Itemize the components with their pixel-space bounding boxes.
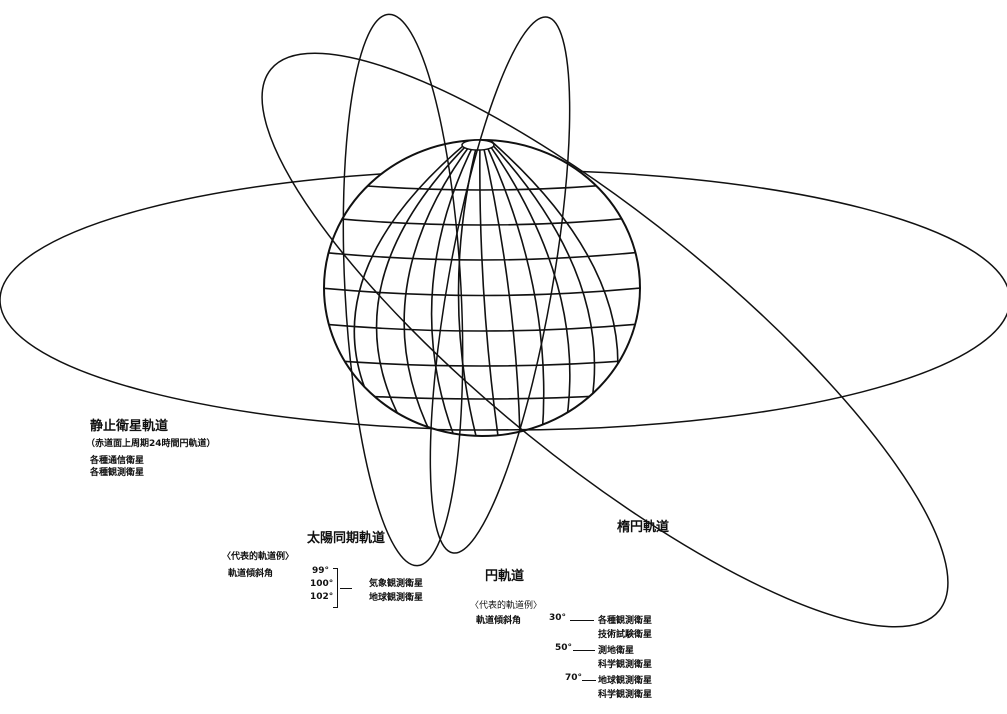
circular-satellite: 地球観測衛星 bbox=[598, 673, 652, 686]
circular-angle: 70° bbox=[565, 673, 582, 683]
circular-satellite: 測地衛星 bbox=[598, 643, 634, 656]
sun-synchronous-angle: 100° bbox=[310, 579, 333, 589]
geostationary-item: 各種観測衛星 bbox=[90, 465, 144, 478]
sun-synchronous-title: 太陽同期軌道 bbox=[307, 527, 385, 546]
circular-satellite: 科学観測衛星 bbox=[598, 687, 652, 700]
circular-connector bbox=[570, 620, 594, 621]
sun-synchronous-satellite: 地球観測衛星 bbox=[369, 590, 423, 603]
circular-connector bbox=[582, 680, 596, 681]
elliptical-title: 楕円軌道 bbox=[617, 516, 669, 535]
sun-synchronous-bracket bbox=[333, 568, 338, 608]
circular-example-header: 〈代表的軌道例〉 bbox=[470, 598, 542, 611]
circular-satellite: 技術試験衛星 bbox=[598, 627, 652, 640]
sun-synchronous-connector bbox=[340, 588, 352, 589]
circular-satellite: 科学観測衛星 bbox=[598, 657, 652, 670]
circular-title: 円軌道 bbox=[485, 565, 524, 584]
sun-synchronous-example-header: 〈代表的軌道例〉 bbox=[222, 549, 294, 562]
circular-angle: 50° bbox=[555, 643, 572, 653]
circular-inclination-label: 軌道傾斜角 bbox=[476, 613, 521, 626]
circular-satellite: 各種観測衛星 bbox=[598, 613, 652, 626]
sun-synchronous-angle: 102° bbox=[310, 592, 333, 602]
sun-synchronous-satellite: 気象観測衛星 bbox=[369, 576, 423, 589]
circular-angle: 30° bbox=[549, 613, 566, 623]
geostationary-title: 静止衛星軌道 bbox=[90, 415, 168, 434]
circular-connector bbox=[573, 650, 595, 651]
sun-synchronous-inclination-label: 軌道傾斜角 bbox=[228, 566, 273, 579]
geostationary-subtitle: （赤道面上周期24時間円軌道） bbox=[86, 436, 216, 449]
sun-synchronous-angle: 99° bbox=[312, 566, 329, 576]
